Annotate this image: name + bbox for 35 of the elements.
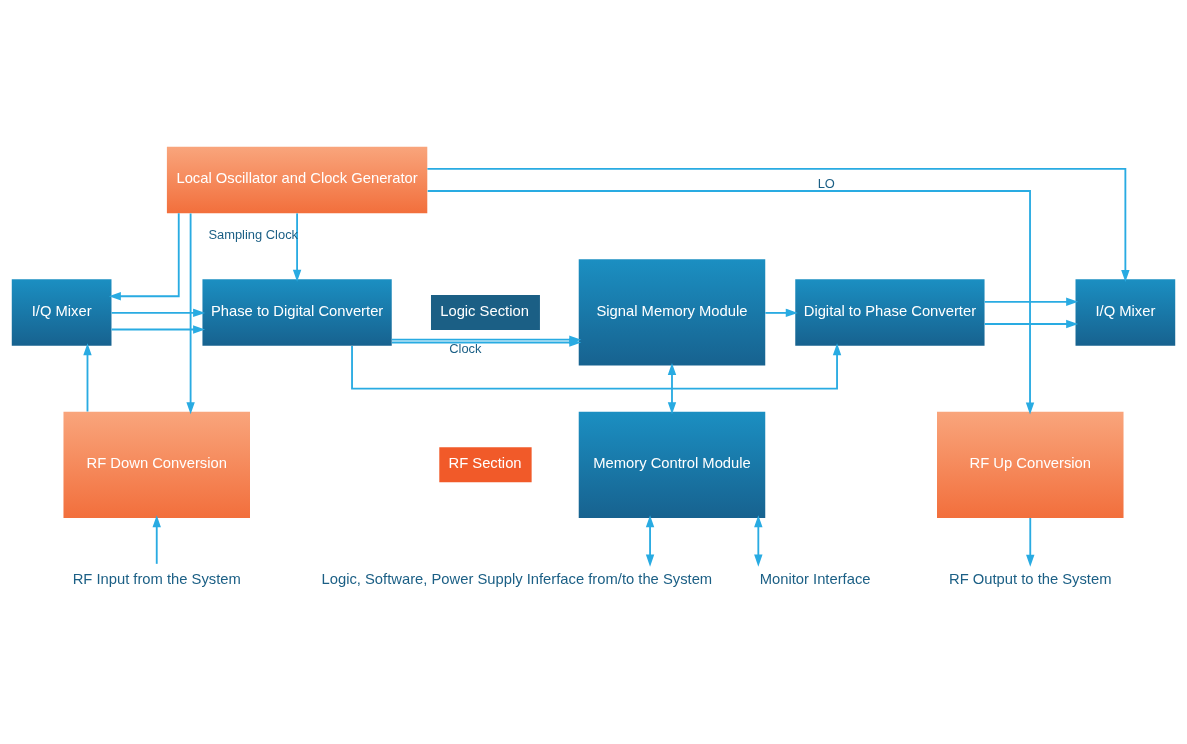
arrow [983, 319, 1079, 329]
arrow [110, 325, 206, 334]
arrow [764, 308, 798, 318]
node-box: Digital to Phase Converter [795, 279, 985, 346]
arrow [152, 515, 161, 565]
arrow [1026, 517, 1035, 567]
arrow [426, 190, 1035, 415]
node-text: RF Input from the System [72, 571, 241, 588]
node-box: RF Up Conversion [937, 411, 1124, 518]
node-box: Phase to Digital Converter [202, 279, 392, 346]
arrow [754, 515, 763, 567]
node-text: RF Output to the System [949, 571, 1112, 588]
edge-label: LO [817, 175, 835, 191]
node-box: Memory Control Module [578, 411, 766, 518]
arrow [351, 343, 842, 390]
arrow [983, 297, 1079, 307]
node-box: I/Q Mixer [1075, 279, 1176, 346]
arrow [645, 515, 655, 567]
edge-label: Clock [449, 340, 482, 356]
arrow [426, 167, 1130, 282]
node-text: Logic, Software, Power Supply Inferface from/to the System [321, 571, 713, 588]
arrow [108, 212, 180, 301]
arrow [391, 338, 582, 347]
node-box: Local Oscillator and Clock Generator [166, 146, 428, 214]
arrow [186, 212, 195, 415]
node-text: Monitor Interface [759, 571, 871, 588]
arrow [667, 362, 677, 415]
legend-label: RF Section [448, 455, 522, 472]
node-box: Signal Memory Module [578, 259, 766, 366]
node-box: I/Q Mixer [11, 279, 112, 346]
arrow [83, 343, 92, 413]
arrow [292, 212, 302, 282]
node-box: RF Down Conversion [63, 411, 250, 518]
legend-label: Logic Section [440, 302, 529, 319]
arrow [110, 308, 206, 318]
